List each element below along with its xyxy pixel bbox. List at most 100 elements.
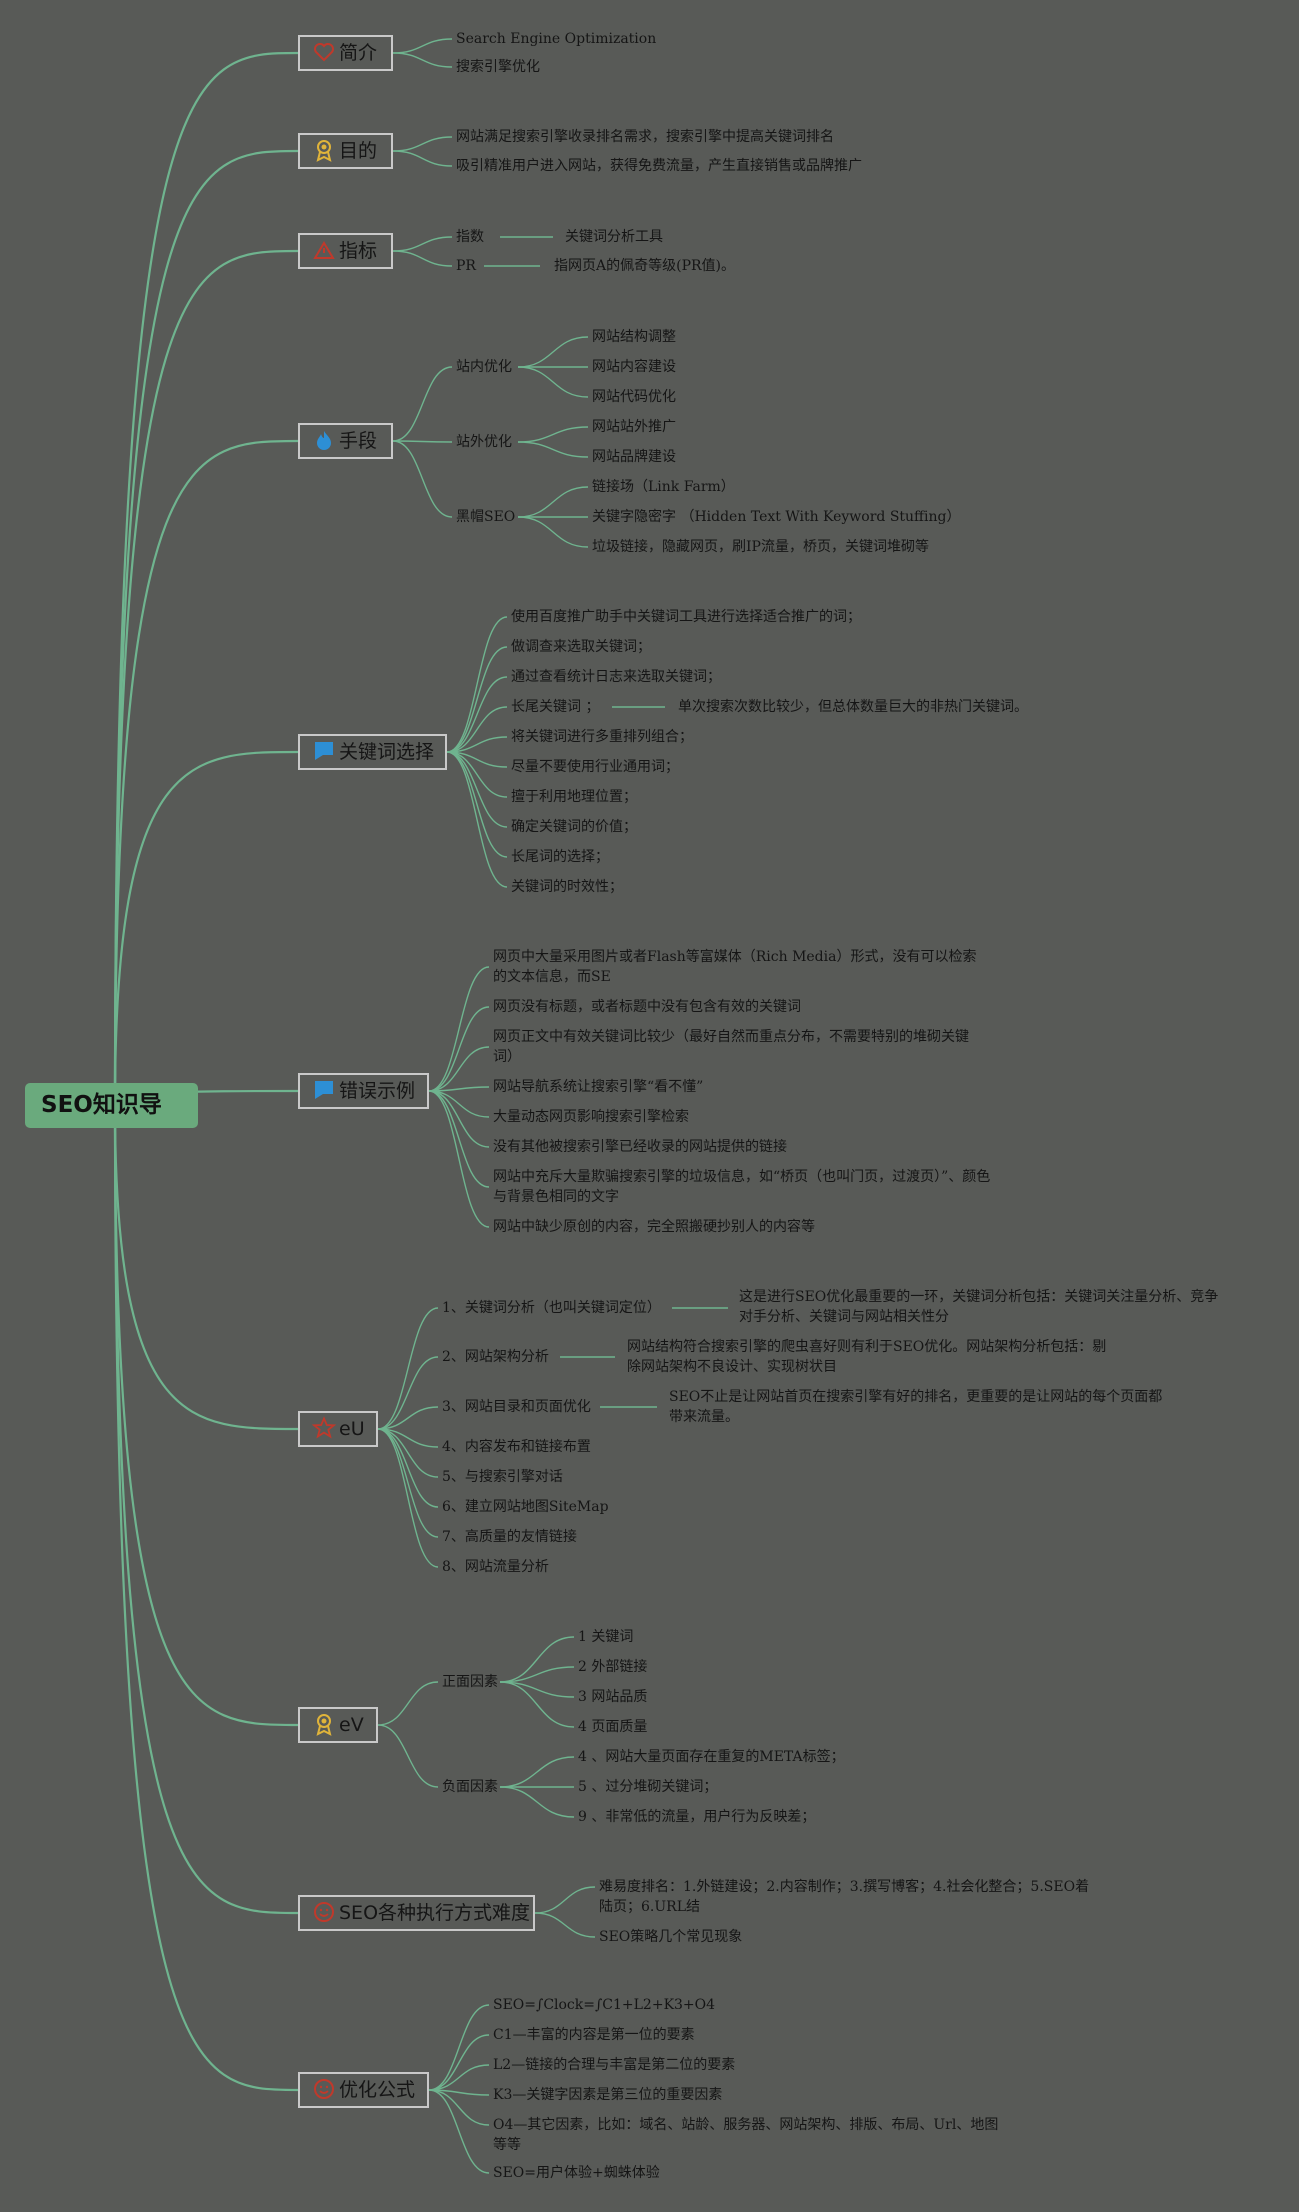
means-item: 垃圾链接，隐藏网页，刷IP流量，桥页，关键词堆砌等 [592,539,929,555]
root-connector [113,249,299,1106]
eu-item: 5、与搜索引擎对话 [442,1469,563,1485]
heart-icon [314,43,334,62]
branch-connector [392,440,453,443]
topic-intro[interactable]: 简介 [298,35,393,71]
branch-connector [499,1756,575,1788]
flag-icon [315,742,333,760]
eu-item: 8、网站流量分析 [442,1559,549,1575]
branch-connector [377,1428,439,1538]
err-item: 网页中大量采用图片或者Flash等富媒体（Rich Media）形式，没有可以检… [493,949,977,985]
branch-connector [446,646,508,753]
branch-connector [534,1912,596,1938]
formula-item: K3—关键字因素是第三位的重要因素 [493,2087,723,2103]
topic-label: eU [339,1418,365,1440]
branch-connector [392,150,453,167]
root-connector [113,439,299,1106]
topic-goal[interactable]: 目的 [298,133,393,169]
ev-item: 1 关键词 [578,1629,634,1645]
intro-item: 搜索引擎优化 [456,59,540,75]
branch-connector [428,2089,490,2126]
topic-means[interactable]: 手段 [298,423,393,459]
topic-err[interactable]: 错误示例 [298,1073,429,1109]
branch-connector [392,136,453,152]
kw-item: 通过查看统计日志来选取关键词； [511,669,721,685]
branch-connector [428,1090,490,1188]
kw-item: 长尾关键词 ； [511,699,600,715]
formula-item: C1—丰富的内容是第一位的要素 [493,2027,695,2043]
kw-item: 做调查来选取关键词； [511,639,651,655]
branch-connector [534,1886,596,1914]
medal-icon [316,1714,332,1736]
kw-item: 长尾词的选择； [511,849,609,865]
means-item: 网站品牌建设 [592,449,676,465]
branch-connector [517,426,589,443]
diff-item: 难易度排名：1.外链建设；2.内容制作；3.撰写博客；4.社会化整合；5.SEO… [599,1879,1090,1915]
branch-connector [517,516,589,548]
branch-connector [428,1090,490,1148]
topic-ev[interactable]: eV [298,1707,378,1743]
topic-label: 简介 [339,42,378,64]
branch-connector [377,1356,439,1430]
topic-label: 优化公式 [339,2079,416,2101]
formula-item: O4—其它因素，比如：域名、站龄、服务器、网站架构、排版、布局、Url、地图等等 [493,2117,999,2153]
branch-connector [377,1307,439,1430]
kw-item: 确定关键词的价值； [511,819,637,835]
ev-item: 4 、网站大量页面存在重复的META标签； [578,1749,845,1765]
branch-connector [428,1090,490,1228]
topic-label: SEO各种执行方式难度 [339,1902,531,1924]
means-item: 链接场（Link Farm） [592,479,735,495]
branch-connector [428,2064,490,2091]
topic-label: 错误示例 [339,1080,416,1102]
topic-eu[interactable]: eU [298,1411,378,1447]
topic-label: eV [339,1714,364,1736]
smiley-icon [314,2079,334,2099]
metric-item: 指数 [456,229,484,245]
root-connector [113,1104,299,2092]
root-connector [113,51,299,1106]
metric-subitem: 关键词分析工具 [565,229,663,245]
branch-connector [446,751,508,858]
branch-connector [517,486,589,518]
branch-connector [377,1724,439,1788]
root-connector [113,1104,299,1431]
err-item: 没有其他被搜索引擎已经收录的网站提供的链接 [493,1139,787,1155]
eu-subitem: 网站结构符合搜索引擎的爬虫喜好则有利于SEO优化。网站架构分析包括：剔除网站架构… [627,1339,1107,1375]
kw-item: 擅于利用地理位置； [511,789,637,805]
branch-connector [446,751,508,828]
topic-metric[interactable]: 指标 [298,233,393,269]
topic-diff[interactable]: SEO各种执行方式难度 [298,1895,535,1931]
kw-item: 使用百度推广助手中关键词工具进行选择适合推广的词； [511,609,861,625]
topic-kw[interactable]: 关键词选择 [298,734,447,770]
branch-connector [377,1406,439,1430]
means-item: 网站内容建设 [592,359,676,375]
eu-item: 7、高质量的友情链接 [442,1529,577,1545]
topic-label: 手段 [339,430,378,452]
branch-connector [377,1428,439,1568]
branch-connector [392,250,453,267]
branch-connector [428,2004,490,2091]
eu-item: 6、建立网站地图SiteMap [442,1499,609,1515]
branch-connector [392,38,453,54]
kw-item: 尽量不要使用行业通用词； [511,759,679,775]
means-branch: 黑帽SEO [456,509,516,525]
diff-item: SEO策略几个常见现象 [599,1929,743,1945]
branch-connector [392,236,453,252]
ev-item: 5 、过分堆砌关键词； [578,1779,718,1795]
ev-item: 9 、非常低的流量，用户行为反映差； [578,1809,816,1825]
means-item: 关键字隐密字 （Hidden Text With Keyword Stuffin… [592,509,961,525]
branch-connector [377,1428,439,1478]
err-item: 网站导航系统让搜索引擎“看不懂” [493,1079,704,1095]
eu-subitem: 这是进行SEO优化最重要的一环，关键词分析包括：关键词关注量分析、竞争对手分析、… [739,1289,1219,1325]
root-node[interactable]: SEO知识导 [25,1083,198,1128]
branch-connector [499,1786,575,1818]
branch-connector [392,52,453,68]
means-item: 网站结构调整 [592,329,676,345]
metric-subitem: 指网页A的佩奇等级(PR值)。 [554,258,735,274]
branch-connector [428,1046,490,1092]
topic-label: 关键词选择 [339,741,435,763]
branch-connector [499,1666,575,1683]
means-branch: 站内优化 [456,359,512,375]
goal-item: 吸引精准用户进入网站，获得免费流量，产生直接销售或品牌推广 [456,158,862,174]
topic-formula[interactable]: 优化公式 [298,2072,429,2108]
branch-connector [446,616,508,753]
